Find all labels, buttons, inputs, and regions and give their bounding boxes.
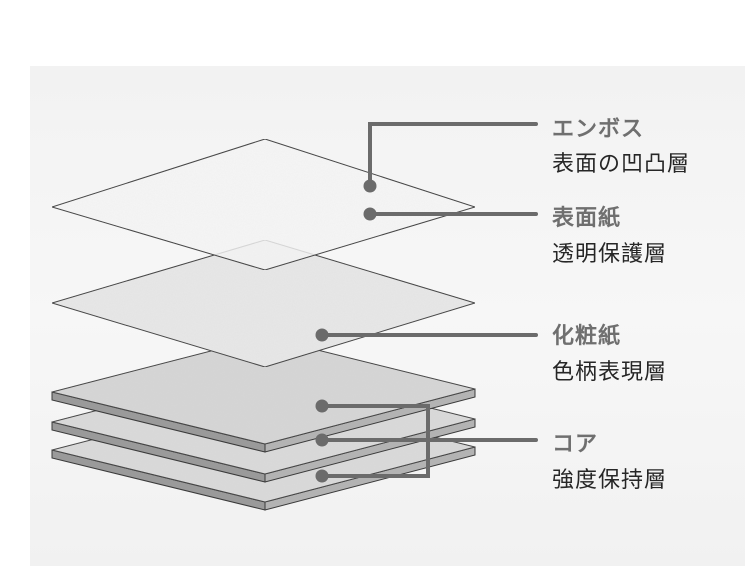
label-decor-title: 化粧紙 [552,324,622,349]
label-core-desc: 強度保持層 [552,468,668,493]
leader-core [320,404,538,478]
dot-surface [363,207,377,221]
leader-lines [320,122,538,478]
label-surface-desc: 透明保護層 [552,242,668,267]
surface-sheet [50,138,477,271]
label-emboss-title: エンボス [552,117,645,142]
label-surface-title: 表面紙 [552,206,622,231]
dot-core-top [315,399,329,413]
dot-core-middle [315,433,329,447]
label-core-title: コア [552,432,599,457]
label-emboss-desc: 表面の凹凸層 [552,152,691,177]
leader-dots [315,179,377,483]
leader-emboss [368,122,538,188]
dot-core-bottom [315,469,329,483]
decor-sheet [50,239,477,368]
dot-emboss [363,179,377,193]
dot-decor [315,328,329,342]
label-decor-desc: 色柄表現層 [552,360,668,385]
